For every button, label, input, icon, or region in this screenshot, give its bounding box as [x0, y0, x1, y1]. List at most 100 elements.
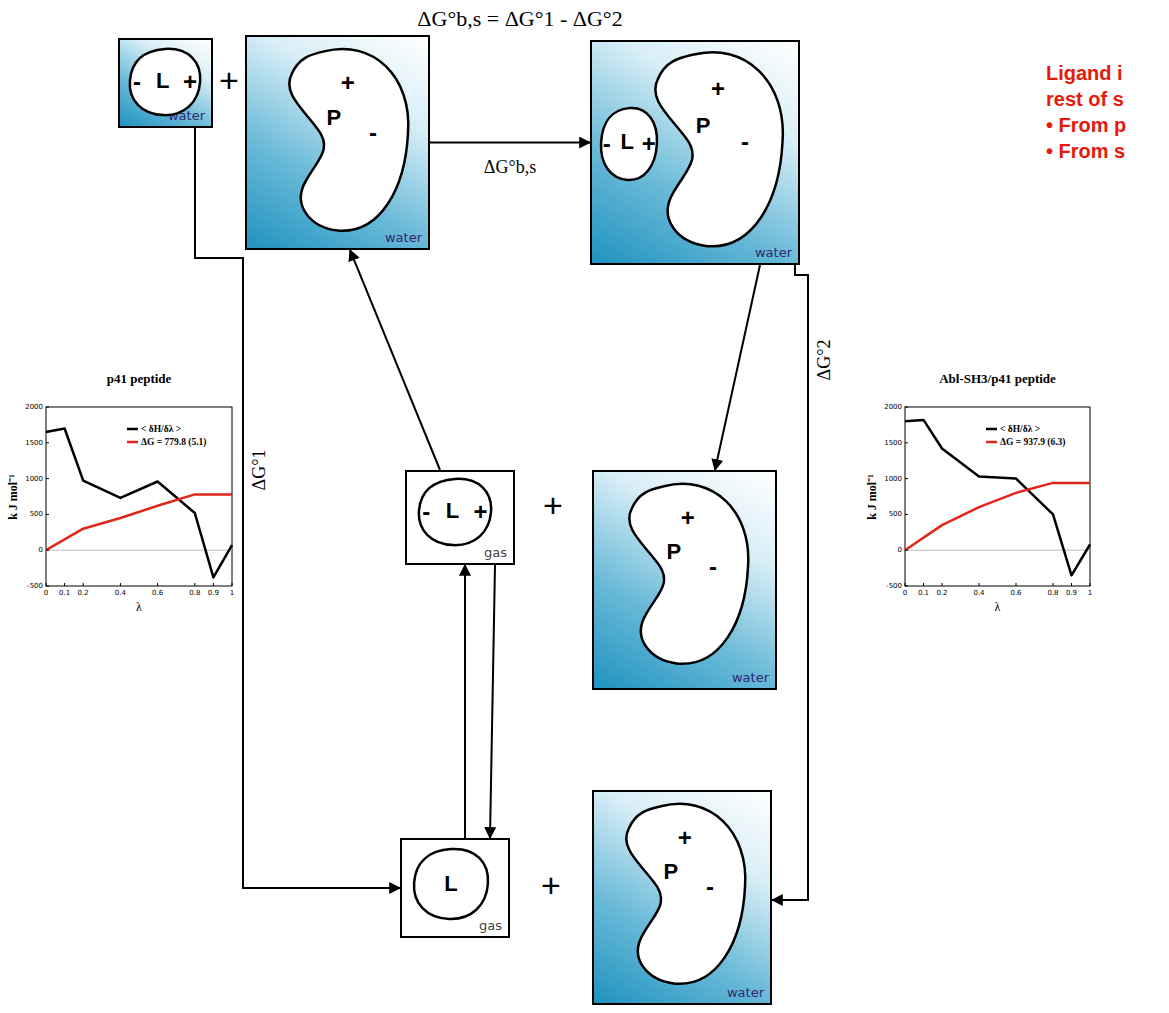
zero-line: [905, 550, 1090, 551]
water-box: water +P -: [592, 790, 772, 1005]
tick-mark: [120, 583, 121, 586]
tick-mark: [905, 514, 908, 515]
tick-label: 2000: [25, 403, 43, 411]
tick-label: 0.8: [189, 589, 200, 597]
legend-text: ΔG = 779.8 (5.1): [141, 437, 206, 447]
tick-mark: [905, 407, 908, 408]
legend-text: < δH/δλ >: [141, 424, 181, 434]
legend-text: < δH/δλ >: [1000, 424, 1040, 434]
tick-mark: [46, 514, 49, 515]
water-box: water-L+: [118, 38, 213, 128]
note-text: Ligand i: [1046, 62, 1123, 85]
shape-outline: [419, 479, 491, 545]
tick-mark: [923, 583, 924, 586]
charge-sign: +: [183, 68, 197, 96]
tick-mark: [83, 583, 84, 586]
ligand-shape: -L+: [126, 46, 204, 118]
dg-curve: [46, 494, 232, 550]
charge-sign: -: [369, 119, 377, 147]
tick-label: 0.8: [1047, 589, 1058, 597]
plot-frame: [46, 407, 232, 586]
tick-label: -500: [886, 582, 902, 590]
zero-line: [46, 550, 232, 551]
tick-label: 0.9: [208, 589, 219, 597]
tick-label: 500: [30, 510, 43, 518]
tick-mark: [1053, 583, 1054, 586]
phase-label: water: [732, 670, 769, 685]
note-bullet: • From p: [1046, 114, 1126, 137]
legend-text: ΔG = 937.9 (6.3): [1000, 437, 1065, 447]
shape-outline: [414, 849, 488, 919]
free-energy-label: ΔG°1: [249, 448, 270, 493]
tick-mark: [979, 583, 980, 586]
water-box: water +P -: [592, 470, 777, 690]
tick-mark: [46, 442, 49, 443]
chart-title: Abl-SH3/p41 peptide: [939, 371, 1056, 387]
phase-label: gas: [484, 545, 507, 560]
tick-mark: [942, 583, 943, 586]
shape-outline: [626, 804, 745, 984]
tick-label: 0: [898, 546, 902, 554]
tick-label: 1500: [25, 439, 43, 447]
tick-mark: [46, 583, 47, 586]
charge-sign: -: [706, 873, 714, 901]
shape-outline: [130, 49, 200, 115]
tick-mark: [46, 407, 49, 408]
legend-sample: [986, 441, 997, 444]
protein-shape: + P -: [640, 48, 790, 253]
cycle-arrow: [772, 265, 808, 900]
molecule-letter: L: [444, 871, 457, 897]
phase-label: water: [385, 230, 422, 245]
charge-sign: -: [741, 128, 749, 156]
tick-label: 0.6: [152, 589, 163, 597]
free-energy-label: ΔG°b,s: [482, 156, 538, 177]
ligand-shape: -L+: [598, 105, 660, 183]
cycle-arrow: [715, 265, 760, 470]
protein-shape: +P -: [615, 480, 755, 670]
axis-title: λ: [136, 600, 142, 615]
charge-sign: +: [681, 504, 695, 532]
tick-label: 1: [1088, 589, 1092, 597]
legend-sample: [127, 441, 138, 444]
phase-label: water: [727, 985, 764, 1000]
phase-label: gas: [479, 918, 502, 933]
charge-sign: +: [341, 69, 355, 97]
charge-sign: -: [709, 553, 717, 581]
tick-label: 1500: [884, 439, 902, 447]
tick-mark: [232, 583, 233, 586]
tick-mark: [1071, 583, 1072, 586]
tick-mark: [194, 583, 195, 586]
axis-title: k J mol⁻¹: [863, 474, 880, 520]
shape-outline: [289, 49, 408, 231]
tick-mark: [46, 478, 49, 479]
charge-sign: +: [678, 824, 692, 852]
tick-mark: [1090, 583, 1091, 586]
axis-title: λ: [995, 600, 1001, 615]
tick-mark: [64, 583, 65, 586]
shape-outline: [655, 52, 783, 246]
legend-sample: [986, 428, 997, 431]
chart-title: p41 peptide: [107, 371, 172, 387]
molecule-letter: P: [696, 113, 711, 139]
gas-box: gas-L+: [405, 470, 515, 565]
molecule-letter: P: [326, 105, 341, 131]
tick-label: 1000: [25, 475, 43, 483]
cycle-arrow: [350, 250, 440, 470]
note-bullet: • From s: [1046, 140, 1125, 163]
molecule-letter: P: [663, 859, 678, 885]
charge-sign: +: [642, 130, 656, 158]
shape-outline: [629, 484, 748, 664]
dh-curve: [46, 429, 232, 578]
ligand-shape: -L+: [415, 476, 495, 548]
tick-mark: [1016, 583, 1017, 586]
molecule-letter: P: [666, 539, 681, 565]
tick-label: 2000: [884, 403, 902, 411]
free-energy-label: ΔG°2: [814, 338, 835, 383]
tick-label: 0.1: [918, 589, 929, 597]
plus-sign: +: [219, 61, 239, 100]
charge-sign: +: [474, 498, 488, 526]
plus-sign: +: [543, 486, 563, 525]
tick-label: 0.2: [78, 589, 89, 597]
tick-label: 0.2: [936, 589, 947, 597]
